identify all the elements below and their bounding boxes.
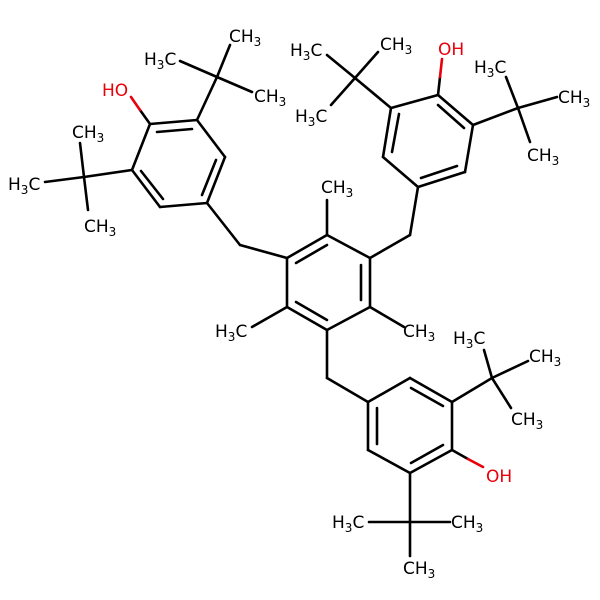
methyl-label: CH3 <box>229 27 261 49</box>
methyl-label: H3C <box>332 513 364 535</box>
methyl-label: H3C <box>453 329 485 351</box>
methyl-label: CH3 <box>558 88 590 110</box>
methyl-label: CH3 <box>527 146 559 168</box>
methyl-label: H3C <box>215 322 247 344</box>
tert-butyl-group <box>471 75 559 144</box>
left-phenol-ring <box>130 118 227 209</box>
methyl-label: H3C <box>474 58 506 80</box>
methyl-label: CH3 <box>529 347 561 369</box>
hydroxyl-label-left: HO <box>102 81 128 101</box>
methyl-label: CH3 <box>403 559 435 581</box>
methyl-label: CH3 <box>380 35 412 57</box>
methyl-label: H3C <box>8 175 40 197</box>
methyl-label: CH3 <box>72 123 104 145</box>
tert-butyl-group <box>43 141 134 212</box>
methyl-label: CH3 <box>254 87 286 109</box>
bottom-phenol-ring <box>366 376 454 475</box>
tert-butyl-group <box>450 348 530 410</box>
tert-butyl-group <box>367 471 452 558</box>
tert-butyl-group <box>325 50 393 110</box>
hydroxyl-label-bottom: OH <box>486 467 512 487</box>
methyl-label: H3C <box>295 107 327 129</box>
methyl-label: CH3 <box>84 217 116 239</box>
methyl-label: CH3 <box>403 322 435 344</box>
methyl-label: H3C <box>144 50 176 72</box>
methyl-label: CH3 <box>451 513 483 535</box>
methyl-label: CH3 <box>321 178 353 200</box>
hydroxyl-label-right: OH <box>438 40 464 60</box>
tert-butyl-group <box>178 43 254 122</box>
right-phenol-ring <box>381 93 475 189</box>
central-ring <box>285 233 372 332</box>
methyl-label: H3C <box>290 41 322 63</box>
methyl-label: CH3 <box>511 410 543 432</box>
